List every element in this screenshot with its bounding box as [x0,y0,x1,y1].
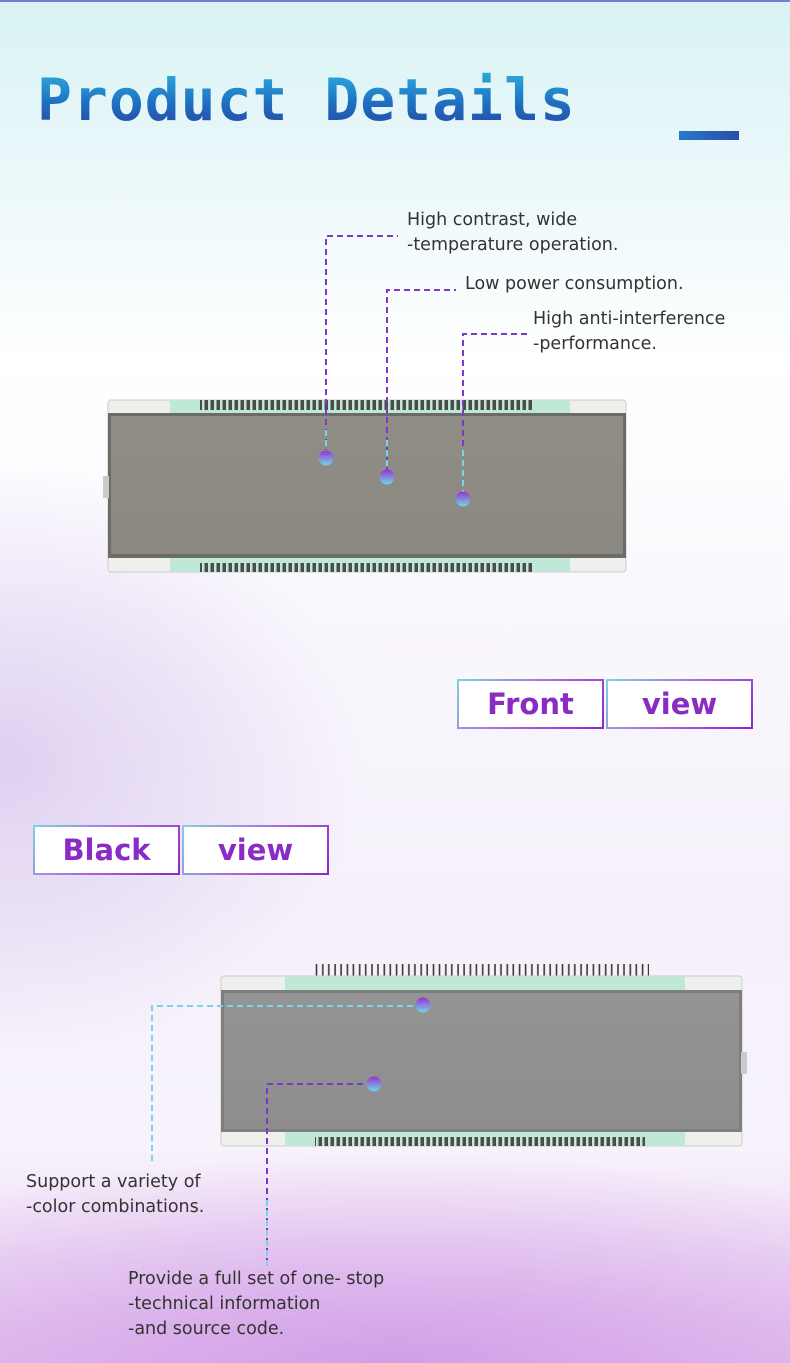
note-line: High contrast, wide [407,210,578,230]
note-line: -technical information [128,1294,321,1314]
note-line: Low power consumption. [465,274,684,294]
note-line: Provide a full set of one- stop [128,1269,385,1289]
back-lcd-module [220,964,747,1147]
top-border-line [0,0,790,2]
front-callout-dot [379,469,395,485]
back-note-support: Provide a full set of one- stop -technic… [128,1267,384,1342]
title-accent-bar [679,131,739,140]
front-callout-dot [318,450,334,466]
black-view-button-view[interactable]: view [182,825,329,875]
note-line: -performance. [533,334,657,354]
front-callout-dot [455,491,471,507]
back-callout-line [266,1083,373,1266]
back-note-colors: Support a variety of -color combinations… [26,1170,204,1220]
front-note-power: Low power consumption. [465,272,684,297]
front-note-interference: High anti-interference -performance. [533,307,725,357]
page-title: Product Details [37,66,576,134]
front-view-button-front[interactable]: Front [457,679,604,729]
back-callout-line [151,1005,423,1162]
front-lcd-module [103,399,627,573]
front-callout-lines [325,235,527,496]
note-line: Support a variety of [26,1172,201,1192]
note-line: -color combinations. [26,1197,205,1217]
note-line: -temperature operation. [407,235,619,255]
front-view-button-view[interactable]: view [606,679,753,729]
back-callout-dot [415,997,431,1013]
note-line: -and source code. [128,1319,285,1339]
back-callout-dot [366,1076,382,1092]
note-line: High anti-interference [533,309,726,329]
front-note-contrast: High contrast, wide -temperature operati… [407,208,618,258]
black-view-button-black[interactable]: Black [33,825,180,875]
